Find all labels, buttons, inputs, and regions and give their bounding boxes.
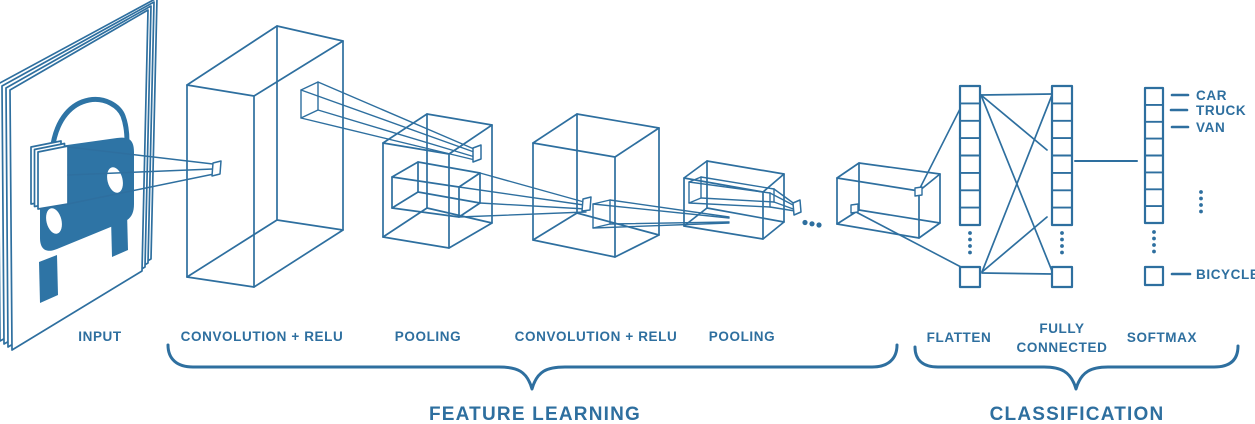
pool2-pixel-square	[792, 199, 802, 216]
stage-label-softmax: SOFTMAX	[1127, 330, 1197, 345]
softmax-column	[1143, 86, 1165, 287]
stage-label-pool1: POOLING	[395, 329, 461, 344]
stage-label-input: INPUT	[78, 329, 122, 344]
class-tick-dashes	[1169, 93, 1192, 276]
fully-connected-column	[1050, 84, 1074, 289]
pool2-inner-prism	[688, 176, 797, 212]
car-roof	[49, 96, 130, 154]
conv2-box	[532, 113, 660, 258]
softmax-ellipsis-dots	[1152, 230, 1156, 254]
class-ellipsis-dots	[1199, 190, 1203, 214]
conv1-box	[186, 25, 344, 288]
flatten-column	[958, 84, 982, 289]
class-label-bicycle: BICYCLE	[1196, 267, 1255, 282]
pool1-inner-box	[391, 161, 481, 218]
pool1-to-conv2-beam	[458, 172, 587, 218]
conv1-pixel-square	[211, 160, 222, 177]
car-wheel-left	[39, 255, 58, 303]
stage-label-pool2: POOLING	[709, 329, 775, 344]
box-pixel-square-bottom	[850, 203, 859, 214]
pool1-box	[382, 113, 493, 249]
stage-label-fully: FULLY	[1039, 321, 1084, 336]
group-label-feature-learning: FEATURE LEARNING	[429, 404, 641, 424]
final-feature-map-box	[836, 162, 941, 239]
class-label-van: VAN	[1196, 120, 1225, 135]
stage-label-connected: CONNECTED	[1017, 340, 1108, 355]
classification-brace	[913, 344, 1240, 391]
fc-ellipsis-dots	[1060, 231, 1064, 255]
stage-label-conv1: CONVOLUTION + RELU	[181, 329, 344, 344]
stage-label-flatten: FLATTEN	[927, 330, 992, 345]
input-to-conv1-lines	[67, 146, 215, 205]
box-to-flatten-lines	[855, 102, 964, 268]
input-receptive-field-patch	[30, 140, 69, 210]
layers-ellipsis-dots	[802, 219, 822, 228]
car-window-left	[46, 208, 62, 234]
feature-learning-brace	[166, 343, 899, 391]
conv1-to-pool1-beam	[300, 81, 476, 161]
flatten-ellipsis-dots	[968, 231, 972, 255]
flatten-to-fc-connections	[980, 93, 1053, 275]
conv2-pixel-square	[581, 196, 592, 212]
class-label-car: CAR	[1196, 88, 1227, 103]
group-label-classification: CLASSIFICATION	[990, 404, 1165, 424]
pool2-box	[683, 160, 797, 240]
box-pixel-square-top	[914, 186, 923, 197]
pool1-pixel-square	[472, 144, 482, 163]
conv2-to-pool2-beam	[592, 199, 730, 229]
stage-label-conv2: CONVOLUTION + RELU	[515, 329, 678, 344]
class-label-truck: TRUCK	[1196, 103, 1246, 118]
car-wheel-right	[111, 212, 128, 257]
